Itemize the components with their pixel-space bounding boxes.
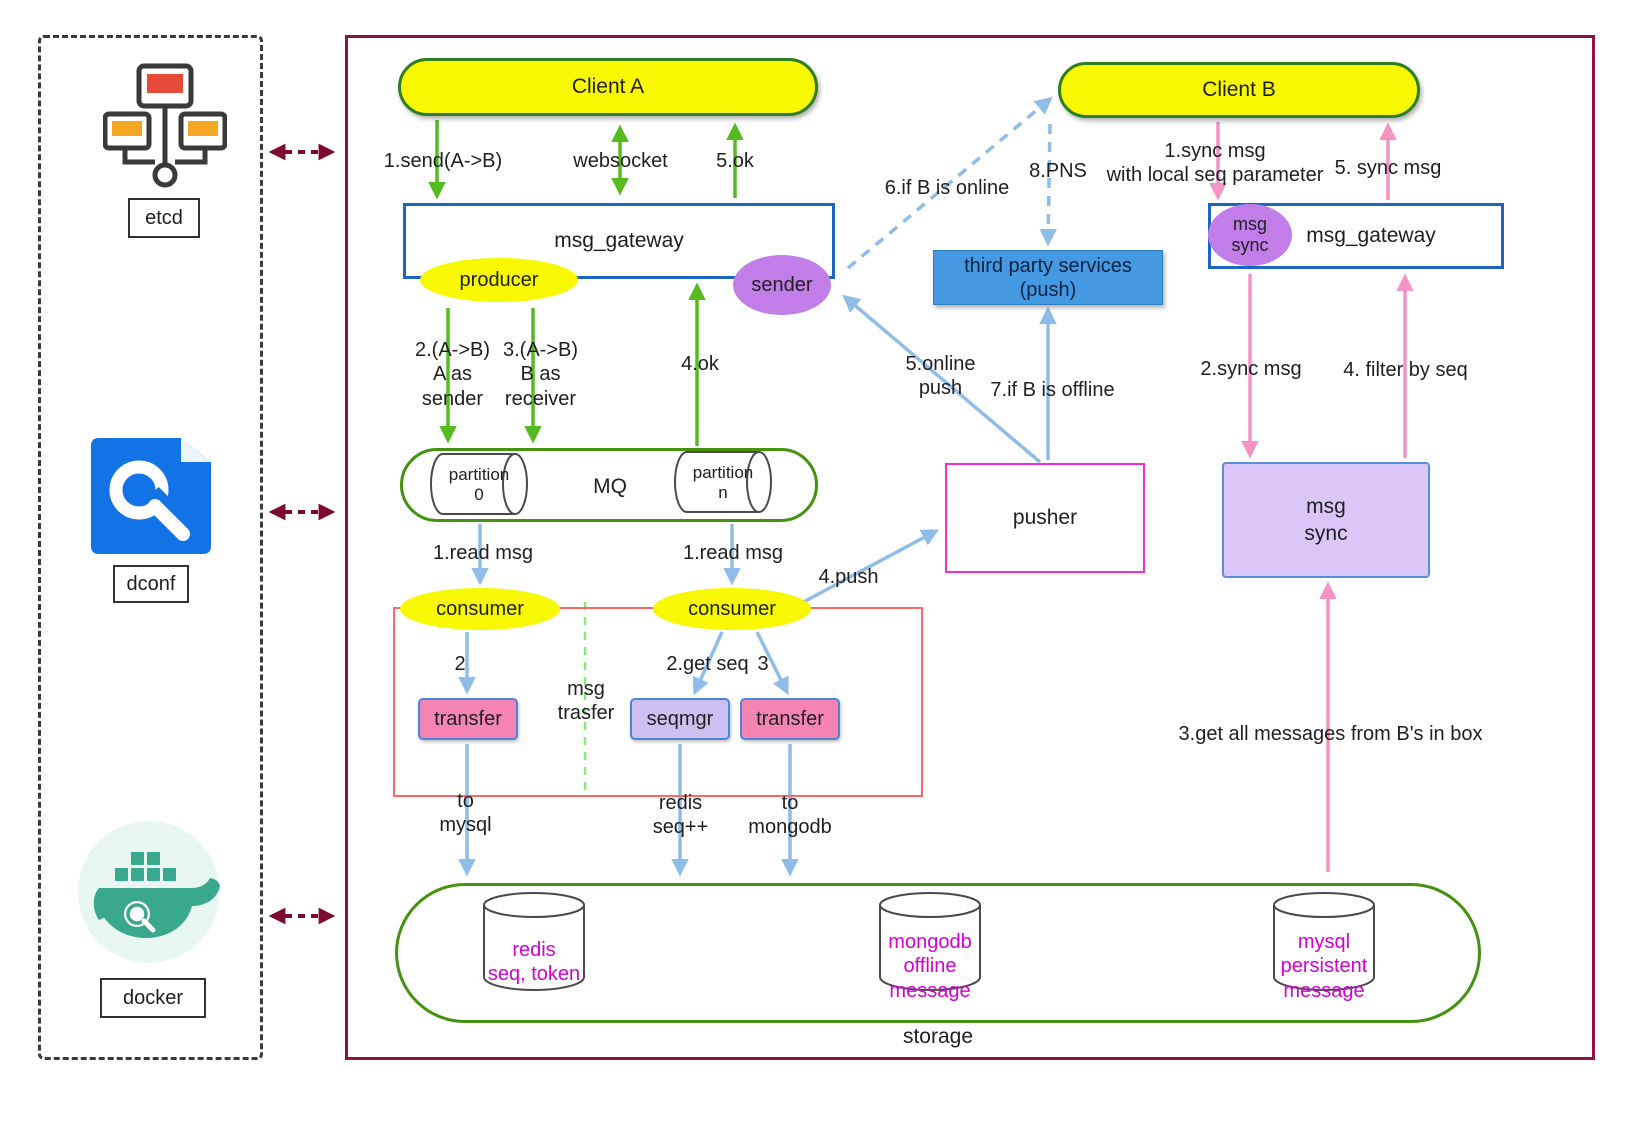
- arrow-pns: [1039, 123, 1057, 247]
- partition-n-node: partition n: [672, 450, 774, 516]
- label-step-3: 3: [757, 653, 769, 675]
- label-if-b-offline: 7.if B is offline: [990, 379, 1115, 401]
- label-step-2: 2: [454, 653, 466, 675]
- redis-db-label: redis seq, token: [487, 939, 581, 986]
- partition-n-label: partition n: [692, 463, 754, 502]
- producer-node: producer: [420, 258, 578, 302]
- transfer-right-node: transfer: [740, 698, 840, 740]
- label-online-push: 5.online push: [905, 353, 976, 400]
- sender-node: sender: [733, 255, 831, 315]
- label-to-mysql: to mysql: [439, 790, 492, 837]
- label-sync-msg-5: 5. sync msg: [1334, 157, 1442, 179]
- storage-label: storage: [902, 1025, 974, 1048]
- mongodb-db-node: [878, 891, 982, 998]
- mysql-db-node: [1272, 891, 1376, 998]
- label-if-b-online: 6.if B is online: [884, 177, 1010, 199]
- seqmgr-node: seqmgr: [630, 698, 730, 740]
- label-websocket: websocket: [573, 150, 668, 172]
- etcd-icon: [102, 62, 228, 199]
- mq-label: MQ: [593, 475, 627, 498]
- database-cylinder-shape: [483, 892, 585, 991]
- msg-sync-box-node: msg sync: [1222, 462, 1430, 578]
- consumer-left-node: consumer: [400, 588, 560, 630]
- arrow-consumer-transfer-right: [755, 631, 789, 696]
- cylinder-shape: [430, 453, 528, 515]
- label-ok-4: 4.ok: [681, 353, 719, 375]
- consumer-right-node: consumer: [653, 588, 811, 630]
- label-read-msg-left: 1.read msg: [432, 542, 534, 564]
- pusher-node: pusher: [945, 463, 1145, 573]
- label-get-seq: 2.get seq: [666, 653, 749, 675]
- mongodb-db-label: mongodb offline message: [888, 931, 972, 1002]
- label-sync-msg-2: 2.sync msg: [1200, 358, 1302, 380]
- transfer-left-node: transfer: [418, 698, 518, 740]
- redis-db-node: [482, 891, 586, 998]
- label-filter-by-seq: 4. filter by seq: [1343, 359, 1468, 381]
- database-cylinder-shape: [1273, 892, 1375, 991]
- database-cylinder-shape: [879, 892, 981, 991]
- partition-0-label: partition 0: [448, 465, 510, 504]
- label-read-msg-right: 1.read msg: [682, 542, 784, 564]
- label-pns: 8.PNS: [1029, 160, 1087, 182]
- label-msg-trasfer: msg trasfer: [557, 678, 615, 725]
- label-ok-5: 5.ok: [716, 150, 754, 172]
- dconf-icon: [85, 432, 217, 565]
- label-push-4: 4.push: [818, 566, 879, 588]
- label-send-ab: 1.send(A->B): [383, 150, 503, 172]
- dconf-label: dconf: [113, 565, 189, 603]
- label-sync-msg-1: 1.sync msg with local seq parameter: [1106, 140, 1324, 187]
- client-b-node: Client B: [1058, 62, 1420, 118]
- main-frame: [345, 35, 1595, 1060]
- client-a-node: Client A: [398, 58, 818, 116]
- label-b-as-receiver: 3.(A->B) B as receiver: [502, 339, 579, 410]
- arrow-online-push: [842, 294, 1042, 464]
- docker-label: docker: [100, 978, 206, 1018]
- docker-icon: [75, 818, 223, 971]
- label-a-as-sender: 2.(A->B) A as sender: [414, 339, 491, 410]
- label-redis-seq-inc: redis seq++: [652, 792, 709, 839]
- sidebar-frame: [38, 35, 263, 1060]
- partition-0-node: partition 0: [428, 452, 530, 518]
- label-to-mongodb: to mongodb: [748, 792, 832, 839]
- mysql-db-label: mysql persistent message: [1280, 931, 1368, 1002]
- etcd-label: etcd: [128, 198, 200, 238]
- arrow-if-b-online: [846, 96, 1053, 270]
- cylinder-shape: [674, 451, 772, 513]
- arrow-consumer-seqmgr: [692, 631, 724, 696]
- third-party-services-node: third party services (push): [933, 250, 1163, 305]
- label-get-all-messages: 3.get all messages from B's in box: [1178, 723, 1483, 745]
- msg-sync-ellipse-node: msg sync: [1208, 204, 1292, 266]
